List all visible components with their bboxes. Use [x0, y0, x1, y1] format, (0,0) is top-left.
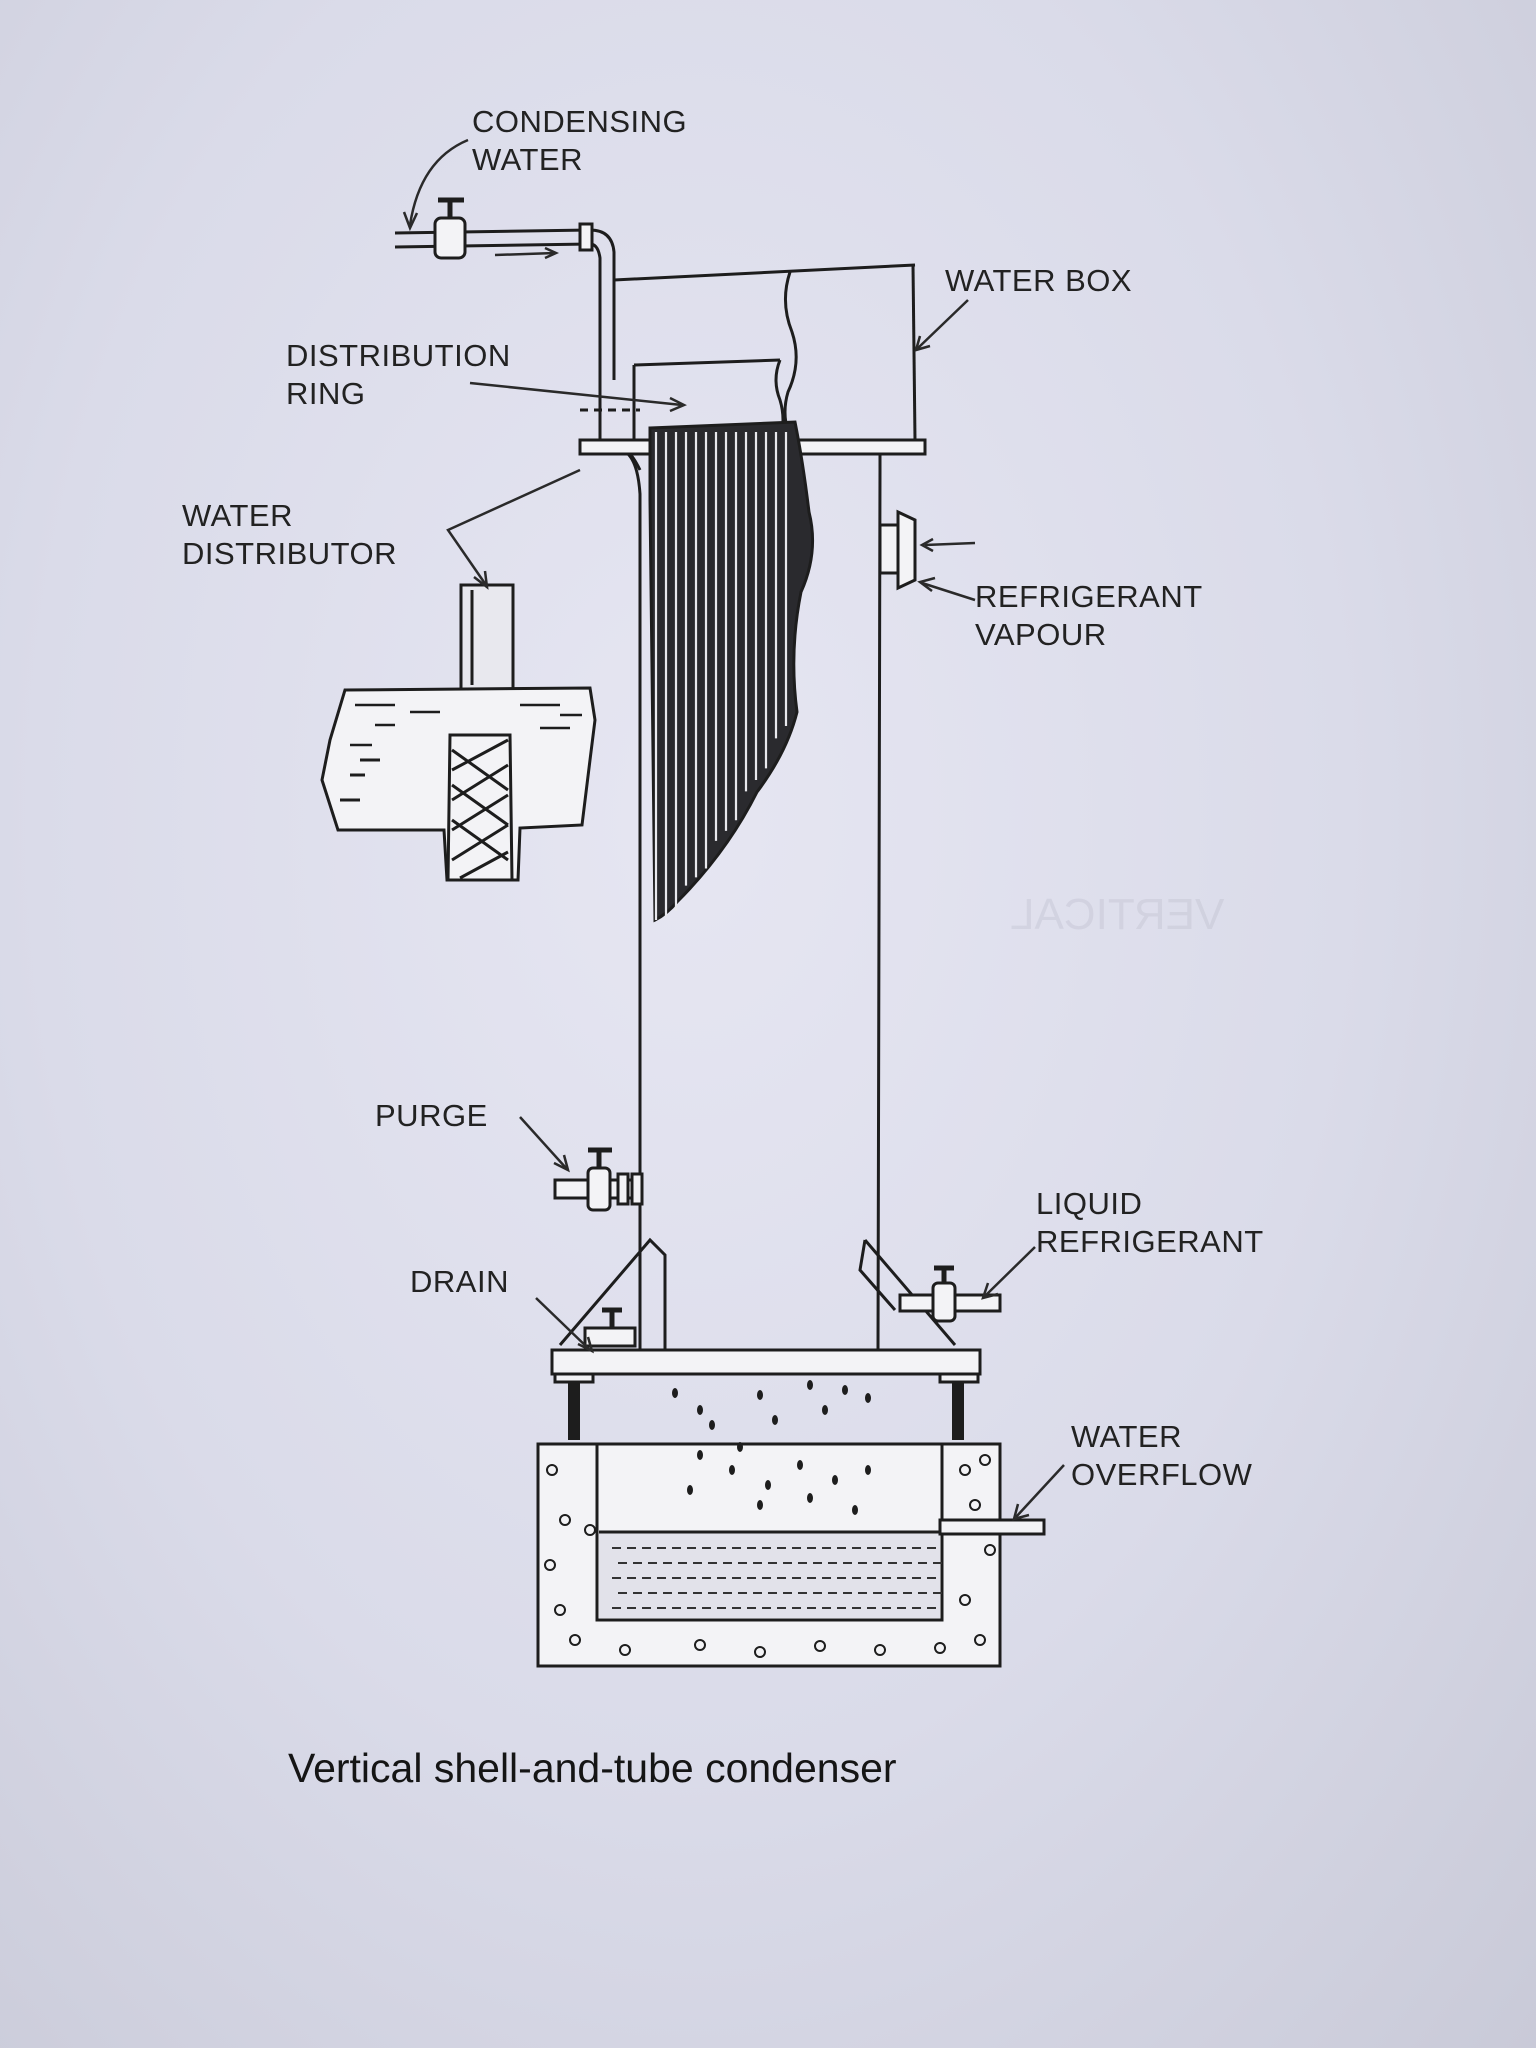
water-drop — [832, 1475, 838, 1485]
aggregate-stone — [559, 1514, 571, 1526]
water-drop — [865, 1393, 871, 1403]
aggregate-stone — [974, 1634, 986, 1646]
water-drop — [672, 1388, 678, 1398]
water-drop — [757, 1500, 763, 1510]
water-drop — [807, 1493, 813, 1503]
water-drop — [842, 1385, 848, 1395]
label-drain: DRAIN — [410, 1264, 509, 1299]
leader-lines — [402, 138, 1065, 1521]
water-drop — [807, 1380, 813, 1390]
water-drop — [729, 1465, 735, 1475]
concrete-aggregate — [544, 1454, 996, 1658]
aggregate-stone — [546, 1464, 558, 1476]
aggregate-stone — [569, 1634, 581, 1646]
water-drop — [757, 1390, 763, 1400]
aggregate-stone — [584, 1524, 596, 1536]
vapour-inlet — [878, 509, 976, 591]
tube-bundle-fill — [648, 420, 815, 923]
condenser-shell — [626, 452, 882, 1351]
figure-caption: Vertical shell-and-tube condenser — [288, 1745, 897, 1791]
aggregate-stone — [979, 1454, 991, 1466]
water-drop — [865, 1465, 871, 1475]
water-drop — [687, 1485, 693, 1495]
aggregate-stone — [814, 1640, 826, 1652]
aggregate-stone — [969, 1499, 981, 1511]
aggregate-stone — [984, 1544, 996, 1556]
aggregate-stone — [934, 1642, 946, 1654]
aggregate-stone — [619, 1644, 631, 1656]
water-drop — [852, 1505, 858, 1515]
water-drop — [697, 1450, 703, 1460]
water-drop — [772, 1415, 778, 1425]
aggregate-stone — [554, 1604, 566, 1616]
inlet-pipe — [394, 197, 616, 380]
falling-water-drops — [672, 1380, 871, 1515]
water-drop — [765, 1480, 771, 1490]
aggregate-stone — [874, 1644, 886, 1656]
water-drop — [797, 1460, 803, 1470]
collecting-tank — [536, 1442, 1046, 1668]
aggregate-stone — [959, 1464, 971, 1476]
water-distributor-detail — [320, 583, 597, 882]
tube-bundle — [648, 420, 815, 923]
label-water-box: WATER BOX — [945, 263, 1133, 298]
label-purge: PURGE — [375, 1098, 488, 1133]
shell-supports — [550, 1237, 1002, 1440]
purge-valve — [553, 1147, 644, 1212]
aggregate-stone — [754, 1646, 766, 1658]
water-drop — [737, 1442, 743, 1452]
aggregate-stone — [694, 1639, 706, 1651]
aggregate-stone — [959, 1594, 971, 1606]
water-drop — [697, 1405, 703, 1415]
water-drop — [709, 1420, 715, 1430]
water-drop — [822, 1405, 828, 1415]
aggregate-stone — [544, 1559, 556, 1571]
